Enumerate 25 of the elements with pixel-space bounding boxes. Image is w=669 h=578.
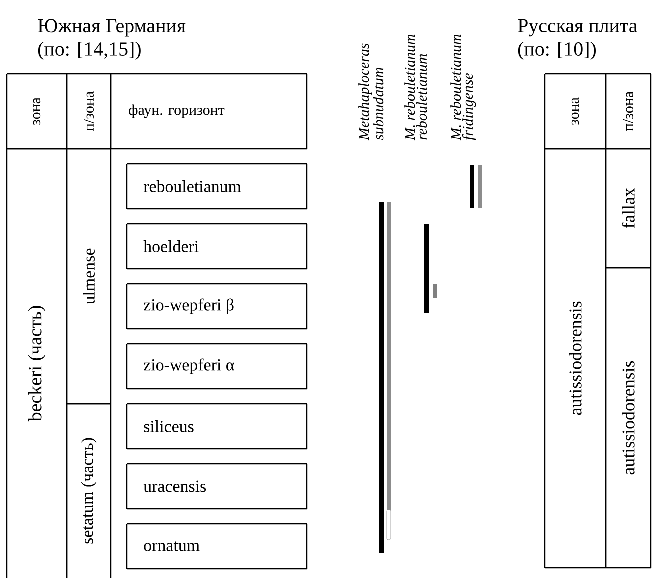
horizon-box: zio-wepferi α [126,343,308,390]
header-cell: зона [6,73,68,150]
header-cell: фаун. горизонт [110,73,308,150]
horizon-box: zio-wepferi β [126,283,308,330]
region-heading: (по: [10]) [518,42,596,60]
subzone-cell: ulmense [66,148,112,405]
subzone-cell: setatum (часть) [66,403,112,578]
horizon-box: siliceus [126,403,308,450]
header-cell: п/зона [605,73,652,150]
region-heading: (по: [14,15]) [38,42,141,60]
region-heading: Русская плита [518,19,638,37]
zone-cell: autissiodorensis [544,148,607,569]
subzone-cell: fallax [605,148,652,269]
horizon-box: ornatum [126,523,308,570]
zone-cell: beckeri (часть) [6,148,68,578]
horizon-box: rebouletianum [126,163,308,210]
subzone-cell: autissiodorensis [605,267,652,569]
header-cell: п/зона [66,73,112,150]
species-name: Metahaploceras subnudatum [358,44,384,141]
region-heading: Южная Германия [38,19,186,37]
horizon-box: uracensis [126,463,308,510]
species-name: M. rebouletianum rebouletianum [404,34,428,141]
header-cell: зона [544,73,607,150]
species-name: M. rebouletianum fridingense [450,34,476,141]
horizon-box: hoelderi [126,223,308,270]
